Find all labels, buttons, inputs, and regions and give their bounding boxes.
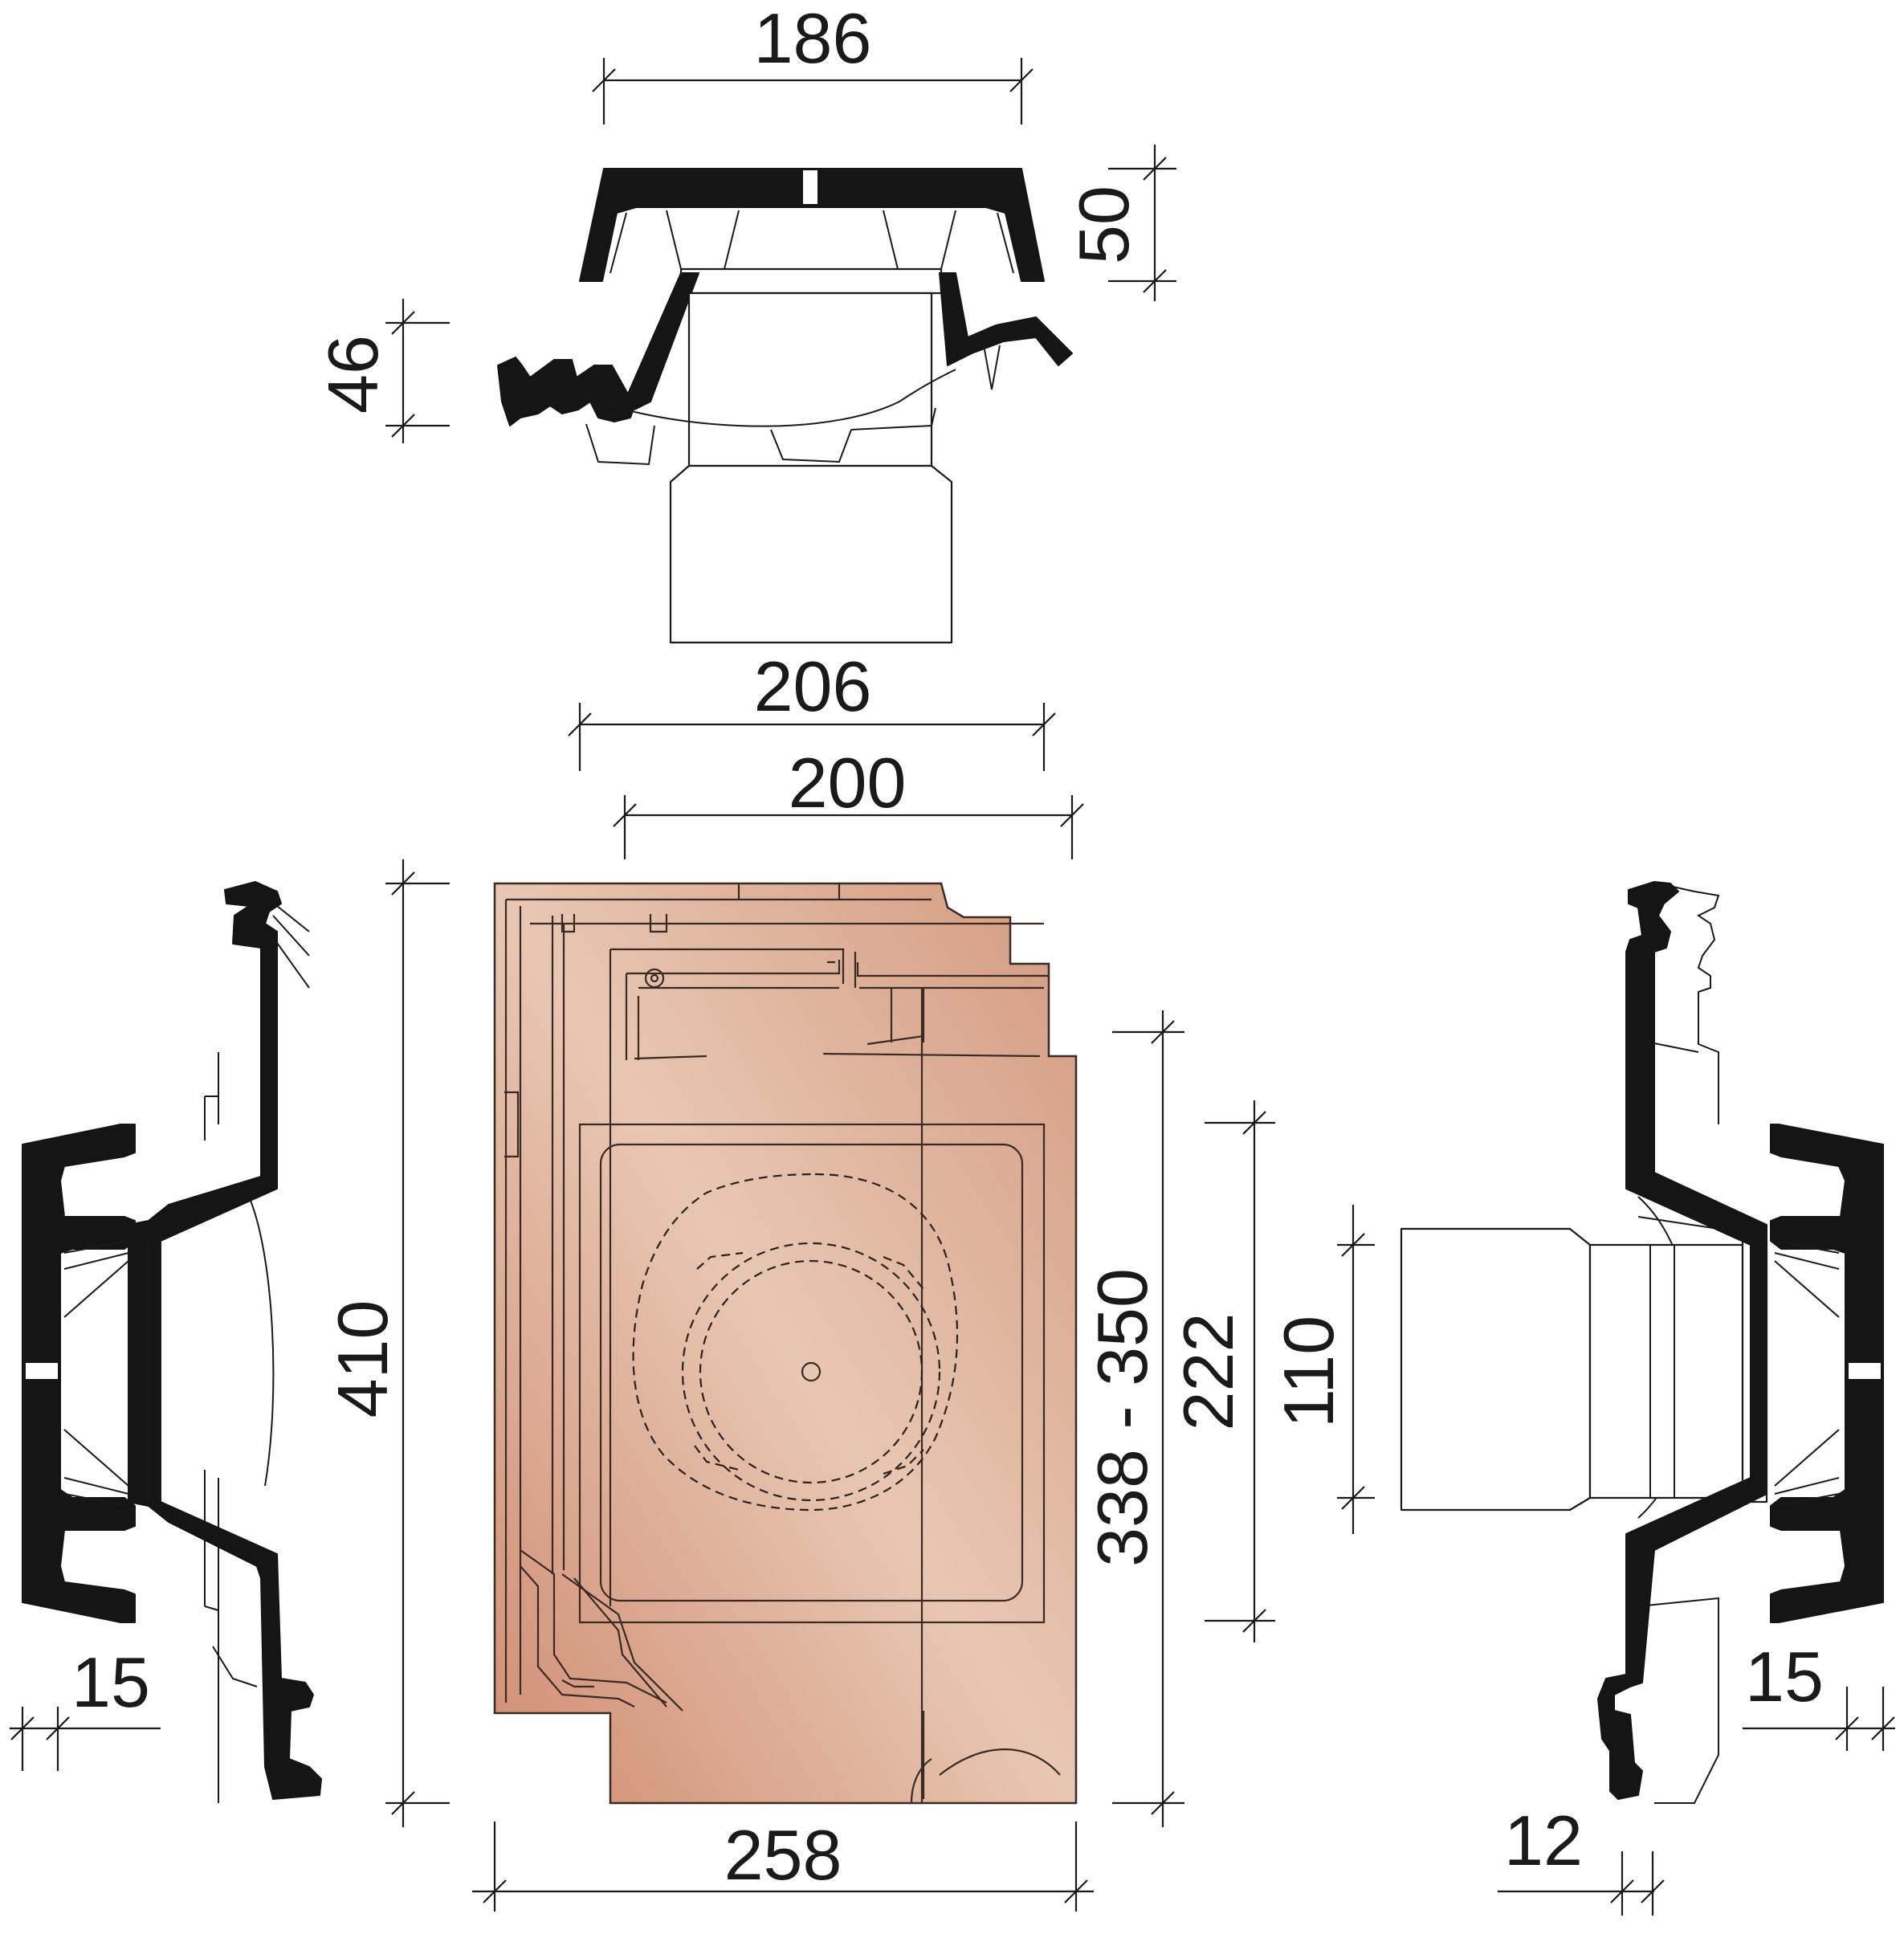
right-clip-shape (1770, 1124, 1884, 1623)
right-pipe-large (1400, 1227, 1592, 1512)
left-side-section: 15 (10, 881, 322, 1803)
dim-line-50 (1108, 145, 1176, 301)
tile-body (493, 882, 1078, 1805)
dim-line-left-15 (10, 1707, 161, 1771)
dim-label-186: 186 (754, 0, 872, 78)
pipe-lower (669, 464, 953, 644)
right-clip-slot (1849, 1363, 1881, 1379)
left-clip-shape (22, 1124, 136, 1623)
dim-label-left-15: 15 (71, 1642, 150, 1722)
dim-label-right-15: 15 (1745, 1637, 1824, 1716)
dim-label-110: 110 (1269, 1316, 1348, 1428)
dim-label-12: 12 (1504, 1801, 1583, 1880)
left-clip-slot (26, 1363, 58, 1379)
top-section-view: 186 50 (313, 0, 1176, 771)
dim-label-222: 222 (1168, 1313, 1248, 1431)
dim-line-258 (472, 1822, 1094, 1911)
dim-line-186 (592, 58, 1034, 124)
pipe-upper (687, 292, 933, 467)
cap-slot (803, 170, 817, 204)
dim-label-46: 46 (313, 335, 393, 414)
dim-line-222 (1205, 1100, 1275, 1642)
dim-label-258: 258 (724, 1815, 842, 1895)
right-tile-section-shape (1597, 881, 1767, 1800)
dim-label-206: 206 (754, 647, 872, 726)
vent-body-shape (626, 272, 699, 410)
tile-plan-view: 200 (323, 743, 1275, 1911)
tile-profile-shape (497, 357, 635, 426)
vent-cap-shape (579, 168, 1045, 282)
left-tile-section-shape (128, 881, 322, 1800)
dim-line-338-350 (1112, 1010, 1184, 1827)
dim-label-410: 410 (323, 1300, 402, 1418)
right-pipe-small (1588, 1243, 1744, 1499)
dim-label-50: 50 (1064, 186, 1144, 264)
dim-label-200: 200 (789, 743, 907, 822)
dim-line-12 (1498, 1851, 1665, 1916)
dim-line-200 (613, 795, 1084, 859)
right-side-section: 110 15 12 (1269, 881, 1895, 1916)
dim-line-110 (1337, 1205, 1375, 1534)
tile-inner-frame (599, 1143, 1024, 1602)
dim-line-right-15 (1743, 1687, 1895, 1751)
dim-line-410 (385, 859, 450, 1827)
tile-outer-frame (578, 1123, 1046, 1624)
vent-center (801, 1361, 822, 1382)
dim-line-206 (568, 703, 1056, 771)
dim-label-338-350: 338 - 350 (1082, 1268, 1162, 1567)
dim-line-46 (385, 299, 450, 443)
